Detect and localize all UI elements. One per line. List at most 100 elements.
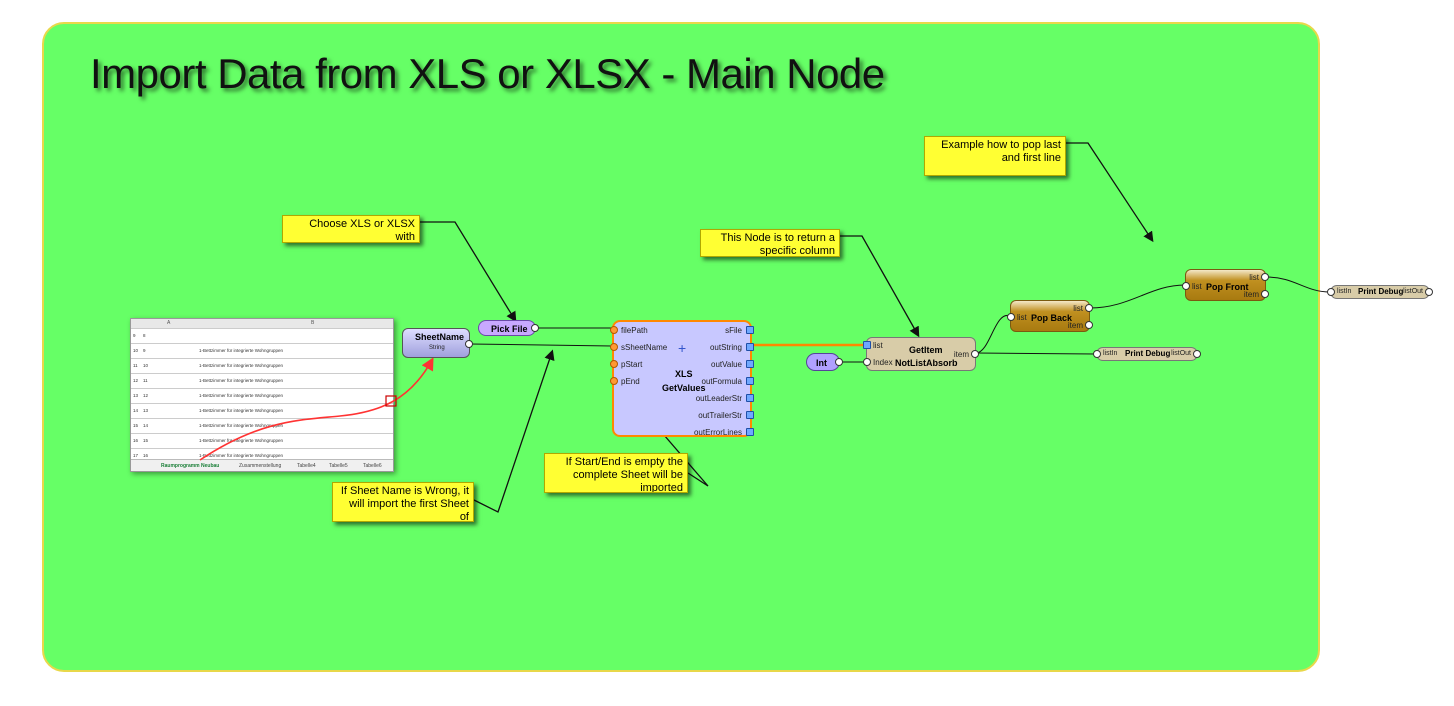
sfile-out-port[interactable] [746,326,754,334]
int-node[interactable]: Int [806,353,843,371]
print2-in-label: listIn [1337,288,1352,295]
pick-file-node[interactable]: Pick File [478,320,539,336]
popfront-list-in-port[interactable] [1182,282,1190,290]
pend-in-label: pEnd [621,377,640,386]
print2-in-port[interactable] [1327,288,1335,296]
getitem-list-in-label: list [873,341,883,350]
sheet-name-label: SheetName [415,332,465,342]
getitem-index-in-port[interactable] [863,358,871,366]
sheetname-in-port[interactable] [610,343,618,351]
pointer-sheetname [473,349,555,513]
print2-out-label: listOut [1403,288,1423,295]
sheet-row-number: 15 [133,423,139,428]
print-debug-node[interactable]: listIn Print Debug listOut [1093,347,1201,361]
getitem-title: GetItem [909,345,943,355]
popback-item-out-port[interactable] [1085,321,1093,329]
sheet-row: 13 12 1-Bettzimmer für integrierte Wohngru… [131,389,393,404]
sheet-cell-a: 14 [143,423,149,428]
wire-sheetname-xls [469,343,613,347]
getitem-subtitle: NotListAbsorb [895,358,958,368]
print2-out-port[interactable] [1425,288,1433,296]
outtrailerstr-out-port[interactable] [746,411,754,419]
move-cursor-icon: + [678,340,687,356]
pick-file-out-port[interactable] [531,324,539,332]
sheet-tab[interactable]: Tabelle5 [329,463,348,469]
popback-item-out-label: item [1067,321,1083,330]
pop-back-node[interactable]: list Pop Back list item [1007,300,1093,332]
pointer-pick [420,221,517,323]
outformula-out-label: outFormula [701,377,742,386]
sheet-tab-highlight [385,395,397,407]
popfront-list-out-port[interactable] [1261,273,1269,281]
popfront-item-out-port[interactable] [1261,290,1269,298]
column-a-header: A [167,320,171,326]
popback-list-in-port[interactable] [1007,313,1015,321]
outerrorlines-out-port[interactable] [746,428,754,436]
sheet-cell-a: 15 [143,438,149,443]
pointer-pop [1066,142,1154,243]
sheet-cell-a: 8 [143,333,146,338]
sheet-cell-b: 1-Bettzimmer für integrierte Wohngruppen [199,453,283,458]
pointer-sheet-tab [199,357,434,461]
outstring-out-label: outString [709,343,742,352]
sheet-cell-a: 9 [143,348,146,353]
sheet-cell-b: 1-Bettzimmer für integrierte Wohngruppen [199,423,283,428]
popfront-title: Pop Front [1206,282,1249,292]
sheet-cell-a: 13 [143,408,149,413]
sheet-cell-b: 1-Bettzimmer für integrierte Wohngruppen [199,438,283,443]
pop-front-node[interactable]: list Pop Front list item [1182,269,1269,301]
popback-list-in-label: list [1017,313,1027,322]
outvalue-out-label: outValue [711,360,742,369]
int-out-port[interactable] [835,358,843,366]
getitem-item-out-label: item [953,350,969,359]
outvalue-out-port[interactable] [746,360,754,368]
wire-popback-popfront [1089,284,1186,309]
outleaderstr-out-label: outLeaderStr [695,394,742,403]
pend-in-port[interactable] [610,377,618,385]
sheet-name-node[interactable]: SheetName String [402,328,473,358]
getitem-node[interactable]: list Index GetItem NotListAbsorb item [863,337,979,371]
sheet-row-number: 17 [133,453,139,458]
note-sheet-name: If Sheet Name is Wrong, it will import t… [332,482,474,522]
print1-out-label: listOut [1171,350,1191,357]
sheet-cell-b: 1-Bettzimmer für integrierte Wohngruppen [199,363,283,368]
outerrorlines-out-label: outErrorLines [693,428,742,437]
sheet-name-out-port[interactable] [465,340,473,348]
popback-list-out-port[interactable] [1085,304,1093,312]
pstart-in-port[interactable] [610,360,618,368]
print-debug-node[interactable]: listIn Print Debug listOut [1327,285,1433,299]
sheet-name-value: String [429,345,445,351]
outstring-out-port[interactable] [746,343,754,351]
sheet-tab[interactable]: Zusammenstellung [239,463,282,469]
print2-title: Print Debug [1358,287,1404,296]
note-start-end: If Start/End is empty the complete Sheet… [544,453,688,493]
xls-getvalues-node[interactable]: filePath sSheetName pStart pEnd sFile ou… [610,320,754,437]
sheet-cell-a: 12 [143,393,149,398]
getitem-item-out-port[interactable] [971,350,979,358]
sheet-row-number: 11 [133,363,138,368]
pstart-in-label: pStart [621,360,643,369]
sheet-cell-a: 16 [143,453,149,458]
sheet-row-number: 13 [133,393,139,398]
note-pop-example: Example how to pop last and first line [924,136,1066,176]
popfront-list-out-label: list [1249,273,1259,282]
group-title: Import Data from XLS or XLSX - Main Node [90,50,885,97]
getitem-list-in-port[interactable] [863,341,871,349]
sheet-row-number: 12 [133,378,139,383]
sheet-tab[interactable]: Tabelle6 [363,463,382,469]
sheet-tab[interactable]: Tabelle4 [297,463,316,469]
outformula-out-port[interactable] [746,377,754,385]
sheet-tab[interactable]: Raumprogramm Neubau [161,463,220,469]
filepath-in-port[interactable] [610,326,618,334]
sheet-cell-b: 1-Bettzimmer für integrierte Wohngruppen [199,393,283,398]
print1-out-port[interactable] [1193,350,1201,358]
print1-in-port[interactable] [1093,350,1101,358]
outleaderstr-out-port[interactable] [746,394,754,402]
